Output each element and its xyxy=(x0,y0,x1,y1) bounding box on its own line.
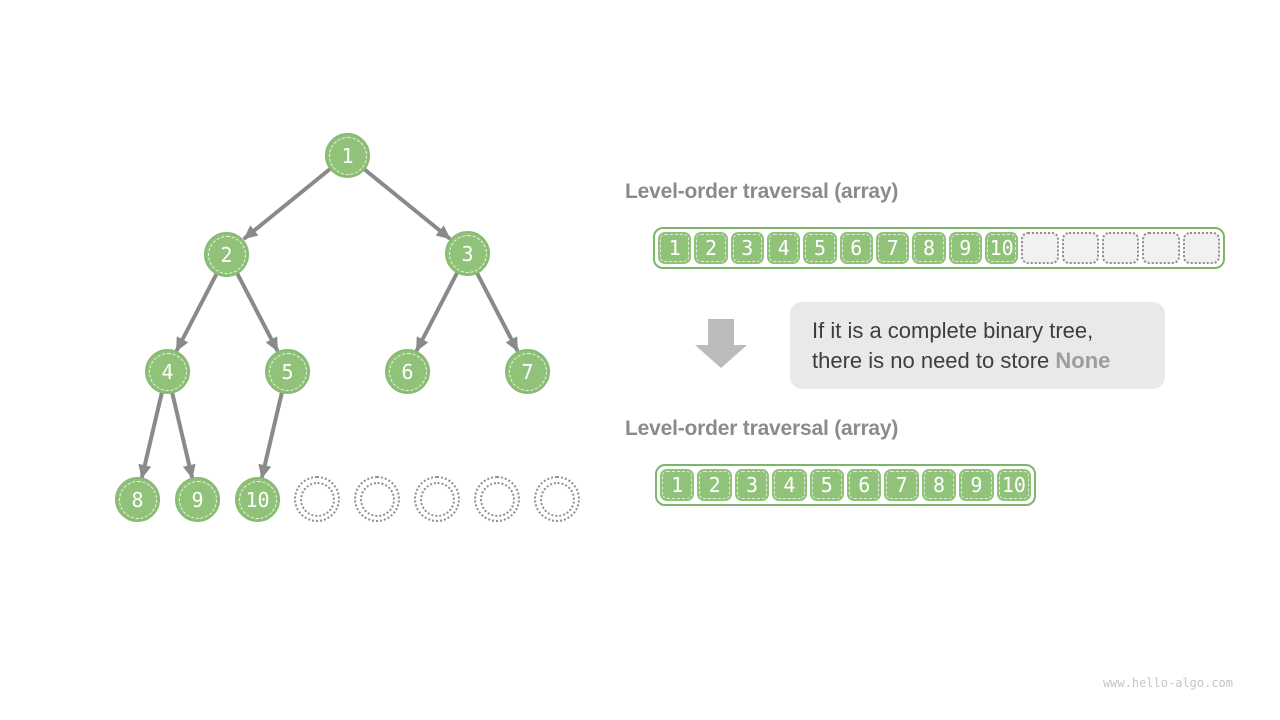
array-cell: 10 xyxy=(984,232,1019,264)
tree-node-2: 2 xyxy=(204,232,249,277)
empty-node-slot xyxy=(354,476,400,522)
array-cell: 6 xyxy=(847,469,882,501)
tree-node-1: 1 xyxy=(325,133,370,178)
tree-node-label: 6 xyxy=(401,359,414,384)
none-keyword: None xyxy=(1055,347,1111,373)
array-cell: 4 xyxy=(772,469,807,501)
tree-node-6: 6 xyxy=(385,349,430,394)
bottom-array: 1 2 3 4 5 6 7 8 9 10 xyxy=(655,464,1036,506)
array-empty-cell xyxy=(1021,232,1059,264)
array-cell: 3 xyxy=(730,232,764,264)
tree-node-10: 10 xyxy=(235,477,280,522)
tree-node-7: 7 xyxy=(505,349,550,394)
edge-3-7 xyxy=(475,271,519,352)
tree-edges xyxy=(138,167,519,479)
array-empty-cell xyxy=(1101,232,1140,264)
array-empty-cell xyxy=(1142,232,1180,264)
top-array-heading: Level-order traversal (array) xyxy=(625,180,899,203)
tree-node-label: 2 xyxy=(220,242,233,267)
edge-2-5 xyxy=(235,271,279,352)
down-arrow-icon xyxy=(695,319,747,368)
edge-1-2 xyxy=(243,167,332,240)
tree-node-label: 7 xyxy=(521,359,534,384)
top-array: 1 2 3 4 5 6 7 8 9 10 xyxy=(653,227,1225,269)
array-empty-cell xyxy=(1182,232,1220,264)
edge-4-9 xyxy=(170,390,196,479)
note-line-1: If it is a complete binary tree, xyxy=(812,317,1094,343)
tree-node-8: 8 xyxy=(115,477,160,522)
array-cell: 3 xyxy=(734,469,770,501)
tree-node-label: 4 xyxy=(161,359,174,384)
edge-3-6 xyxy=(415,271,459,352)
tree-node-label: 8 xyxy=(131,487,144,512)
tree-node-label: 1 xyxy=(341,143,354,168)
tree-node-label: 5 xyxy=(281,359,294,384)
empty-node-slot xyxy=(534,476,580,522)
note-line-2-text: there is no need to store xyxy=(812,347,1056,373)
array-cell: 7 xyxy=(875,232,910,264)
array-cell: 7 xyxy=(884,469,919,501)
edge-5-10 xyxy=(258,390,284,479)
tree-node-3: 3 xyxy=(445,231,490,276)
note-box: If it is a complete binary tree, there i… xyxy=(790,302,1165,389)
array-cell: 4 xyxy=(766,232,801,264)
array-cell: 2 xyxy=(694,232,728,264)
note-line-2: there is no need to store None xyxy=(812,346,1165,376)
array-cell: 5 xyxy=(809,469,845,501)
tree-node-4: 4 xyxy=(145,349,190,394)
tree-node-label: 10 xyxy=(245,487,270,512)
tree-node-9: 9 xyxy=(175,477,220,522)
array-cell: 9 xyxy=(948,232,982,264)
array-cell: 1 xyxy=(660,469,695,501)
array-cell: 8 xyxy=(912,232,946,264)
array-empty-cell xyxy=(1061,232,1099,264)
tree-node-5: 5 xyxy=(265,349,310,394)
edge-4-8 xyxy=(138,390,164,479)
array-cell: 5 xyxy=(803,232,837,264)
edge-1-3 xyxy=(362,167,451,240)
array-cell: 1 xyxy=(658,232,692,264)
edge-2-4 xyxy=(175,271,219,352)
watermark: www.hello-algo.com xyxy=(1102,676,1233,690)
tree-node-label: 9 xyxy=(191,487,204,512)
array-cell: 10 xyxy=(996,469,1032,501)
empty-node-slot xyxy=(414,476,460,522)
array-cell: 6 xyxy=(839,232,873,264)
array-cell: 2 xyxy=(697,469,732,501)
array-cell: 8 xyxy=(921,469,957,501)
tree-node-label: 3 xyxy=(461,241,474,266)
empty-node-slot xyxy=(294,476,340,522)
array-cell: 9 xyxy=(959,469,994,501)
empty-node-slot xyxy=(474,476,520,522)
bottom-array-heading: Level-order traversal (array) xyxy=(625,417,899,440)
